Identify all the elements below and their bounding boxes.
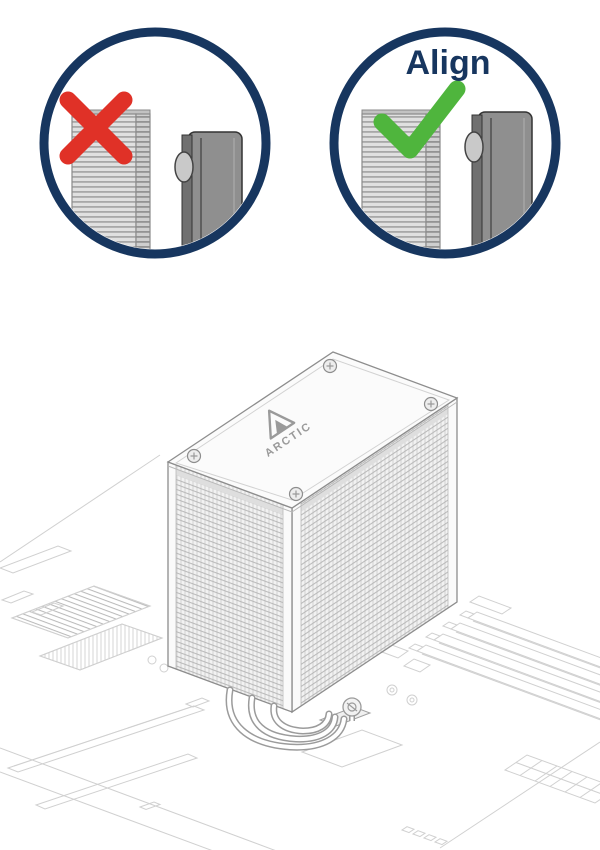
circle-ring xyxy=(329,27,561,259)
check-icon xyxy=(373,80,466,159)
align-label: Align xyxy=(406,44,491,82)
mounting-screw xyxy=(423,396,439,412)
mounting-screw xyxy=(186,448,202,464)
rubber-pad xyxy=(464,131,484,163)
rubber-pad xyxy=(174,151,194,183)
mounting-screw xyxy=(322,358,338,374)
misaligned-example-badge xyxy=(39,27,271,259)
fin-face-left xyxy=(167,461,293,713)
mounting-screw xyxy=(288,486,304,502)
cooler-heatsink: ARCTIC xyxy=(166,351,459,751)
cross-icon xyxy=(59,91,133,165)
cooler-top-plate: ARCTIC xyxy=(166,351,459,513)
cooler-on-motherboard-illustration: ARCTIC xyxy=(0,351,600,850)
aligned-example-badge: Align xyxy=(329,27,561,259)
motherboard-lineart xyxy=(0,454,600,850)
thumbscrew xyxy=(342,697,362,721)
circle-ring xyxy=(39,27,271,259)
